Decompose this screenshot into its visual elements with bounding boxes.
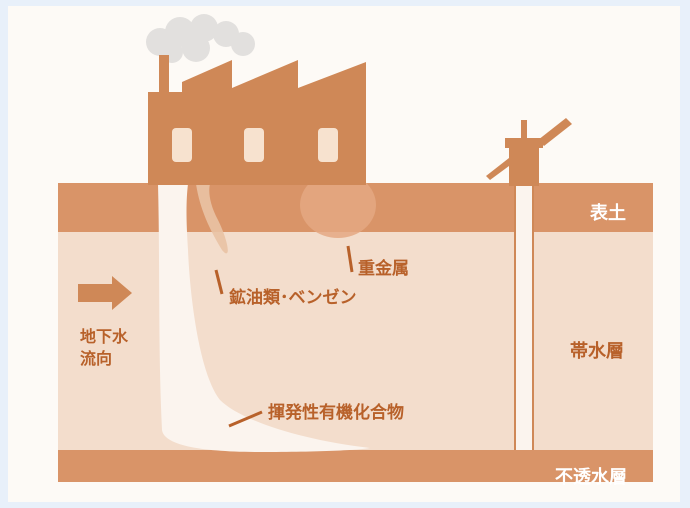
oil-benzene-plume (196, 184, 228, 254)
well-pipe (515, 186, 533, 450)
groundwater-flow-label-line2: 流向 (80, 349, 113, 368)
surface-soil-label: 表土 (590, 203, 626, 224)
mineral-oils-benzene-label: 鉱油類･ベンゼン (229, 288, 357, 308)
voc-leader (228, 410, 263, 428)
heavy-metal-leader (346, 245, 354, 273)
hand-pump-icon (486, 118, 572, 186)
aquifer-label: 帯水層 (570, 341, 624, 362)
aquifer-layer (58, 232, 653, 450)
voc-plume (158, 184, 370, 452)
aquiclude-layer (58, 450, 653, 482)
factory-icon (148, 55, 366, 185)
groundwater-flow-label-line1: 地下水 (80, 327, 129, 346)
voc-label: 揮発性有機化合物 (268, 403, 404, 423)
arrow-right-icon (78, 276, 132, 310)
heavy-metal-plume (300, 172, 376, 238)
aquiclude-label: 不透水層 (555, 467, 627, 488)
heavy-metals-label: 重金属 (358, 259, 409, 279)
oil-benzene-leader (214, 269, 224, 295)
